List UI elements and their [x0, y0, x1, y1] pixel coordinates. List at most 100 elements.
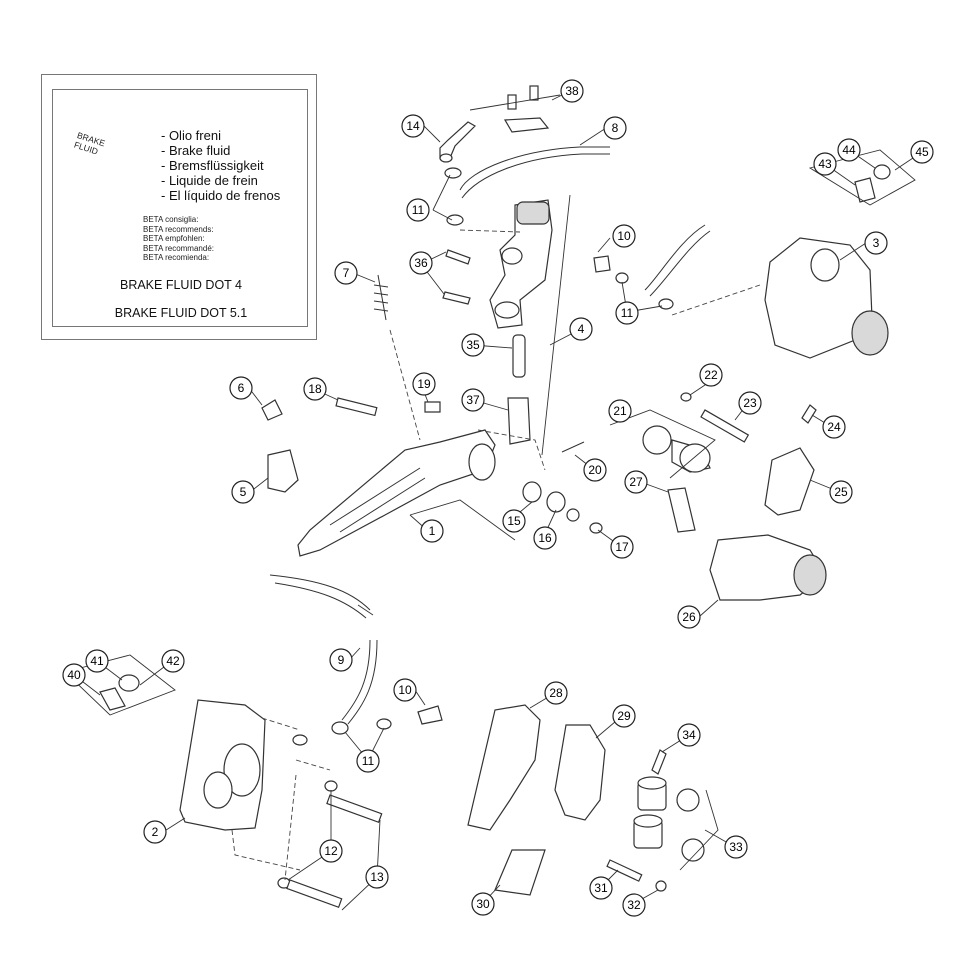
callout-6[interactable]: 6: [229, 376, 253, 400]
callout-27[interactable]: 27: [624, 470, 648, 494]
reco-italian: BETA consiglia:: [143, 215, 199, 224]
reco-english: BETA recommends:: [143, 224, 214, 234]
callout-31[interactable]: 31: [589, 876, 613, 900]
pin-31-sleeve-32-bleeder-34: [606, 749, 667, 892]
front-caliper-2: [179, 699, 266, 831]
svg-text:10: 10: [617, 229, 631, 243]
callout-19[interactable]: 19: [412, 372, 436, 396]
svg-text:20: 20: [588, 463, 602, 477]
plugs-40-41-42: [99, 674, 140, 711]
callout-21[interactable]: 21: [608, 399, 632, 423]
callout-3[interactable]: 3: [864, 231, 888, 255]
callout-30[interactable]: 30: [471, 892, 495, 916]
svg-text:16: 16: [538, 531, 552, 545]
callout-10-front[interactable]: 10: [393, 678, 417, 702]
bolt-18: [335, 397, 378, 417]
callout-45[interactable]: 45: [910, 140, 934, 164]
callout-2[interactable]: 2: [143, 820, 167, 844]
callout-16[interactable]: 16: [533, 526, 557, 550]
callout-36[interactable]: 36: [409, 251, 433, 275]
callout-11-right[interactable]: 11: [615, 301, 639, 325]
lang-french: - Liquide de frein: [161, 173, 258, 188]
callout-9[interactable]: 9: [329, 648, 353, 672]
spring-7: [373, 274, 389, 321]
front-pistons-33: [633, 776, 705, 862]
pads-25: [764, 447, 815, 516]
callout-32[interactable]: 32: [622, 893, 646, 917]
callout-11-front[interactable]: 11: [356, 749, 380, 773]
svg-text:35: 35: [466, 338, 480, 352]
svg-text:30: 30: [476, 897, 490, 911]
svg-text:17: 17: [615, 540, 629, 554]
callout-8[interactable]: 8: [603, 116, 627, 140]
callout-29[interactable]: 29: [612, 704, 636, 728]
fluid-spec-dot51: BRAKE FLUID DOT 5.1: [114, 306, 248, 320]
washers-11-top: [444, 167, 464, 226]
svg-text:36: 36: [414, 256, 428, 270]
hose-and-fitting-10-top: [593, 224, 711, 310]
callout-5[interactable]: 5: [231, 480, 255, 504]
svg-text:4: 4: [578, 322, 585, 336]
callout-37[interactable]: 37: [461, 388, 485, 412]
callout-12[interactable]: 12: [319, 839, 343, 863]
svg-text:40: 40: [67, 668, 81, 682]
assembly-guide-lines: [231, 229, 761, 881]
svg-text:29: 29: [617, 709, 631, 723]
callout-14[interactable]: 14: [401, 114, 425, 138]
callout-11-top[interactable]: 11: [406, 198, 430, 222]
bolts-36: [442, 249, 471, 305]
lang-spanish: - El líquido de frenos: [161, 188, 281, 203]
svg-text:10: 10: [398, 683, 412, 697]
svg-text:8: 8: [612, 121, 619, 135]
callout-26[interactable]: 26: [677, 605, 701, 629]
callout-23[interactable]: 23: [738, 391, 762, 415]
svg-text:26: 26: [682, 610, 696, 624]
svg-text:27: 27: [629, 475, 643, 489]
svg-text:1: 1: [429, 524, 436, 538]
callout-38[interactable]: 38: [560, 79, 584, 103]
callout-4[interactable]: 4: [569, 317, 593, 341]
svg-text:21: 21: [613, 404, 627, 418]
callout-1[interactable]: 1: [420, 519, 444, 543]
callout-17[interactable]: 17: [610, 535, 634, 559]
callout-22[interactable]: 22: [699, 363, 723, 387]
fluid-spec-dot4: BRAKE FLUID DOT 4: [119, 278, 243, 292]
front-pads-29: [554, 724, 606, 821]
svg-text:33: 33: [729, 840, 743, 854]
svg-text:42: 42: [166, 654, 180, 668]
svg-text:22: 22: [704, 368, 718, 382]
lang-english: - Brake fluid: [161, 143, 231, 158]
svg-text:11: 11: [362, 754, 375, 768]
callout-44[interactable]: 44: [837, 138, 861, 162]
spring-30: [494, 849, 546, 896]
brake-fluid-legend: BRAKE FLUID - Olio freni - Brake fluid -…: [41, 74, 317, 340]
callout-41[interactable]: 41: [85, 649, 109, 673]
callout-7[interactable]: 7: [334, 261, 358, 285]
callout-35[interactable]: 35: [461, 333, 485, 357]
callout-20[interactable]: 20: [583, 458, 607, 482]
callout-24[interactable]: 24: [822, 415, 846, 439]
clip-19: [424, 401, 441, 413]
svg-text:3: 3: [873, 236, 880, 250]
callout-42[interactable]: 42: [161, 649, 185, 673]
svg-text:13: 13: [370, 870, 384, 884]
callout-34[interactable]: 34: [677, 723, 701, 747]
callout-25[interactable]: 25: [829, 480, 853, 504]
callout-40[interactable]: 40: [62, 663, 86, 687]
callout-28[interactable]: 28: [544, 681, 568, 705]
footrest-5: [261, 399, 299, 493]
lang-italian: - Olio freni: [161, 128, 221, 143]
svg-text:44: 44: [842, 143, 856, 157]
front-banjo-10: [417, 705, 443, 725]
callout-10-top[interactable]: 10: [612, 224, 636, 248]
bolts-12-13: [277, 780, 383, 909]
clevis-37: [507, 397, 531, 445]
svg-text:45: 45: [915, 145, 929, 159]
callout-18[interactable]: 18: [303, 377, 327, 401]
callout-43[interactable]: 43: [813, 152, 837, 176]
svg-text:5: 5: [240, 485, 247, 499]
callout-13[interactable]: 13: [365, 865, 389, 889]
plugs-43-44-45: [854, 164, 891, 203]
callout-33[interactable]: 33: [724, 835, 748, 859]
callout-15[interactable]: 15: [502, 509, 526, 533]
